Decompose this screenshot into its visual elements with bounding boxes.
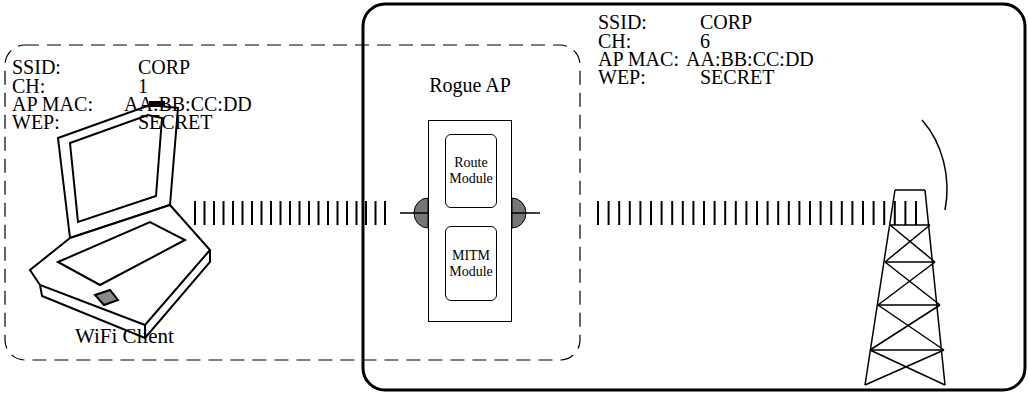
field-value: AA:BB:CC:DD <box>686 49 814 69</box>
ap-box: Rogue APRoute ModuleMITM Module <box>428 120 512 322</box>
field-value: 6 <box>700 31 710 51</box>
field-name: AP MAC: <box>598 49 679 69</box>
box-label: MITM Module <box>448 248 494 280</box>
field-value: 1 <box>138 76 148 96</box>
field-name: SSID: <box>598 12 647 32</box>
field-value: SECRET <box>138 112 212 132</box>
field-name: SSID: <box>12 57 61 77</box>
field-value: CORP <box>138 57 190 77</box>
client-region <box>5 45 580 360</box>
box-label: Route Module <box>448 155 494 187</box>
field-name: CH: <box>12 76 45 96</box>
box-heading: Rogue AP <box>429 75 511 95</box>
radio-waves <box>195 201 916 225</box>
field-name: WEP: <box>12 112 60 132</box>
device-label: WiFi Client <box>75 325 174 347</box>
field-value: CORP <box>700 12 752 32</box>
field-value: AA:BB:CC:DD <box>124 94 252 114</box>
tower-icon <box>865 120 947 385</box>
field-name: AP MAC: <box>12 94 93 114</box>
field-name: CH: <box>598 31 631 51</box>
module-box: Route Module <box>445 134 497 208</box>
field-value: SECRET <box>700 67 774 87</box>
laptop-icon <box>30 102 210 338</box>
field-name: WEP: <box>598 67 646 87</box>
ap-region <box>363 4 1025 390</box>
module-box: MITM Module <box>445 226 497 301</box>
